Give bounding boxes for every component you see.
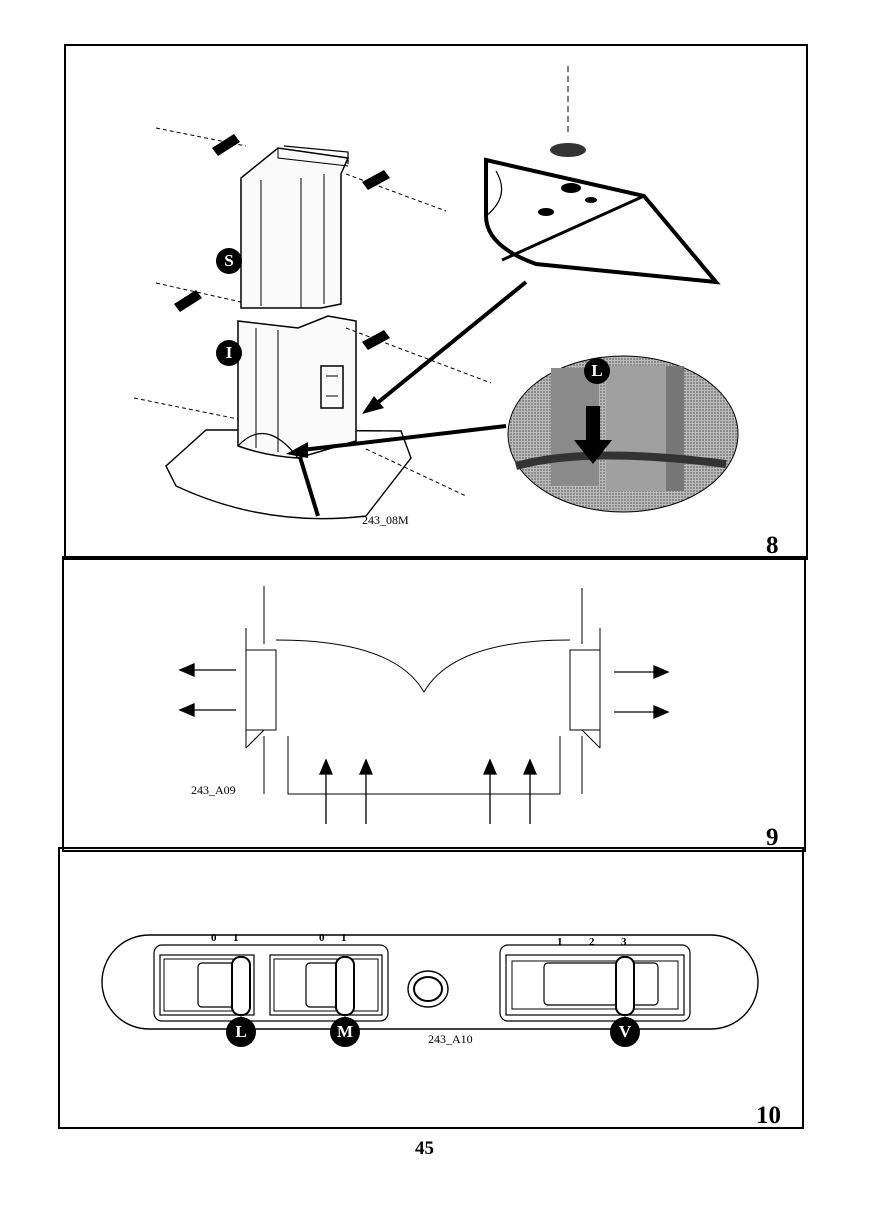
motor-switch-slot	[270, 955, 382, 1015]
light-position-0: 0	[211, 933, 217, 944]
lower-duct-label: I	[216, 340, 242, 366]
speed-control-label: V	[610, 1017, 640, 1047]
motor-control-label: M	[330, 1017, 360, 1047]
figure-8-panel: S I L 243_08M 8	[64, 44, 808, 560]
light-switch-knob	[232, 957, 250, 1015]
speed-position-3: 3	[621, 937, 627, 948]
figure-10-panel: 0 1 0 1 1 2 3 L M V 243_A10 10	[58, 847, 804, 1129]
figure-9-code: 243_A09	[191, 784, 236, 796]
hood-corner	[486, 66, 716, 282]
figure-10-number: 10	[756, 1103, 781, 1128]
upper-duct-label: S	[216, 248, 242, 274]
motor-position-1: 1	[341, 933, 347, 944]
figure-8-number: 8	[766, 533, 779, 558]
speed-position-1: 1	[557, 937, 563, 948]
figure-8-drawing	[66, 46, 806, 558]
figure-9-airflow-diagram	[64, 558, 804, 850]
lower-duct	[238, 316, 356, 458]
figure-10-control-panel	[60, 849, 802, 1127]
leader-arrow-upper	[376, 282, 526, 404]
figure-8-code: 243_08M	[362, 514, 409, 526]
upper-duct	[241, 146, 348, 308]
figure-10-code: 243_A10	[428, 1033, 473, 1045]
motor-position-0: 0	[319, 933, 325, 944]
figure-9-panel: 243_A09 9	[62, 556, 806, 852]
speed-position-2: 2	[589, 937, 595, 948]
light-position-1: 1	[233, 933, 239, 944]
outflow-arrows	[180, 664, 668, 718]
motor-switch-knob	[336, 957, 354, 1015]
light-control-label: L	[226, 1017, 256, 1047]
detail-label: L	[584, 358, 610, 384]
inflow-arrows	[320, 760, 536, 824]
page-number: 45	[415, 1138, 434, 1160]
detail-inset	[508, 356, 738, 512]
speed-switch-knob	[616, 957, 634, 1015]
